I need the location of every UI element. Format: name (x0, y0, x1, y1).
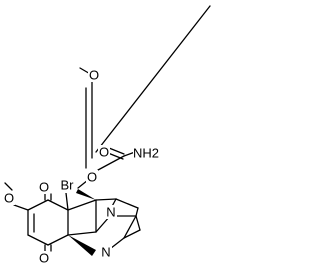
atom-label-ring-n: N (106, 205, 115, 220)
atom-label-ketone-o-upper: O (39, 180, 49, 195)
atom-label-carbamate-o: O (99, 145, 109, 160)
bond-methoxy-left-o (13, 204, 29, 211)
bond-aziridine-1 (135, 215, 141, 231)
bond-quinone-5 (47, 234, 69, 246)
atom-label-ester-o: O (87, 170, 97, 185)
atom-label-bromine: Br (61, 178, 75, 193)
atom-label-ketone-o-lower: O (39, 251, 49, 266)
chemical-structure-diagram: O O NH2 O O Br O O N N (3, 5, 211, 266)
bond-ring-b (67, 199, 97, 211)
bond-quinone-3 (47, 199, 69, 211)
bond-aziridine-3 (123, 215, 137, 239)
atom-label-methoxy-o-left: O (4, 191, 14, 206)
bond-long-diagonal (95, 5, 211, 153)
atom-label-methoxy-o-top: O (89, 68, 99, 83)
wedge-bond-ch2 (76, 189, 96, 200)
atom-label-nh2: NH2 (133, 146, 159, 161)
bond-ring-a (67, 231, 97, 236)
bond-ring-c (95, 198, 117, 201)
wedge-bond-ring (68, 235, 96, 256)
bond-carbamate-co-1 (108, 147, 125, 155)
bond-ring-h (115, 198, 139, 209)
bond-quinone-4 (27, 234, 49, 246)
bond-methoxy-left-methyl (4, 182, 13, 191)
atom-label-aziridine-n: N (101, 245, 110, 260)
bond-carbamate-co-ester (97, 155, 125, 171)
bond-quinone-1 (27, 199, 49, 211)
atom-labels: O O NH2 O O Br O O N N (3, 68, 159, 266)
bond-ring-i (135, 207, 139, 217)
wedge-bonds (68, 189, 96, 256)
bond-bromine (65, 192, 69, 211)
bond-aziridine-2 (123, 229, 141, 239)
